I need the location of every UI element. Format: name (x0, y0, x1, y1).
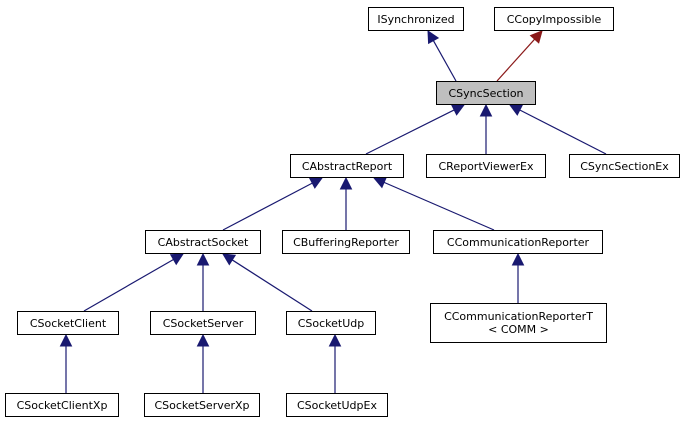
edge-csyncsection-to-ccopyimpossible (496, 38, 536, 82)
arrowhead-csocketserver-to-cabstractsocket (196, 252, 210, 266)
node-ccommunicationreportert-line1: CCommunicationReporterT (444, 310, 593, 323)
node-csocketudp[interactable]: CSocketUdp (286, 311, 376, 335)
arrowhead-csocketudpex-to-csocketudp (328, 333, 342, 347)
arrowhead-csyncsectionex-to-csyncsection (509, 104, 524, 116)
node-cabstractreport[interactable]: CAbstractReport (290, 154, 404, 178)
arrowhead-csocketclient-to-cabstractsocket (169, 253, 184, 266)
node-ccommunicationreporter[interactable]: CCommunicationReporter (433, 230, 603, 254)
arrowhead-ccommunicationreporter-to-cabstractreport (372, 176, 388, 189)
edge-cabstractsocket-to-cabstractreport (222, 182, 313, 231)
edge-ccommunicationreporter-to-cabstractreport (383, 181, 495, 231)
node-ccommunicationreportert[interactable]: CCommunicationReporterT < COMM > (430, 303, 607, 343)
node-csocketserverxp[interactable]: CSocketServerXp (144, 393, 260, 417)
node-isynchronized[interactable]: ISynchronized (368, 7, 464, 31)
arrowhead-cabstractsocket-to-cabstractreport (308, 177, 323, 189)
node-cbufferingreporter[interactable]: CBufferingReporter (282, 230, 410, 254)
node-csocketserver[interactable]: CSocketServer (150, 311, 256, 335)
arrowhead-cabstractreport-to-csyncsection (450, 104, 466, 116)
arrowhead-csyncsection-to-ccopyimpossible (529, 30, 543, 44)
edge-cabstractreport-to-csyncsection (365, 109, 455, 155)
arrowhead-cbufferingreporter-to-cabstractreport (339, 176, 353, 190)
arrowhead-csocketserverxp-to-csocketserver (196, 333, 210, 347)
edge-csyncsectionex-to-csyncsection (519, 109, 607, 155)
node-creportviewerex[interactable]: CReportViewerEx (426, 154, 546, 178)
node-cabstractsocket[interactable]: CAbstractSocket (145, 230, 261, 254)
arrowhead-ccommunicationreportert-to-ccommunicationreporter (511, 252, 525, 266)
node-csyncsectionex[interactable]: CSyncSectionEx (569, 154, 680, 178)
arrowhead-creportviewerex-to-csyncsection (479, 103, 493, 117)
edge-csocketclient-to-cabstractsocket (83, 258, 174, 312)
arrowhead-csocketudp-to-cabstractsocket (222, 253, 237, 266)
node-csocketudpex[interactable]: CSocketUdpEx (286, 393, 388, 417)
arrowhead-csocketclientxp-to-csocketclient (59, 333, 73, 347)
node-csocketclientxp[interactable]: CSocketClientXp (5, 393, 119, 417)
edge-csyncsection-to-isynchronized (432, 40, 457, 82)
edge-csocketudp-to-cabstractsocket (231, 259, 313, 312)
arrowhead-csyncsection-to-isynchronized (427, 30, 440, 45)
node-csyncsection[interactable]: CSyncSection (436, 81, 536, 105)
node-csocketclient[interactable]: CSocketClient (17, 311, 119, 335)
node-ccommunicationreportert-line2: < COMM > (488, 323, 549, 336)
node-ccopyimpossible[interactable]: CCopyImpossible (494, 7, 614, 31)
